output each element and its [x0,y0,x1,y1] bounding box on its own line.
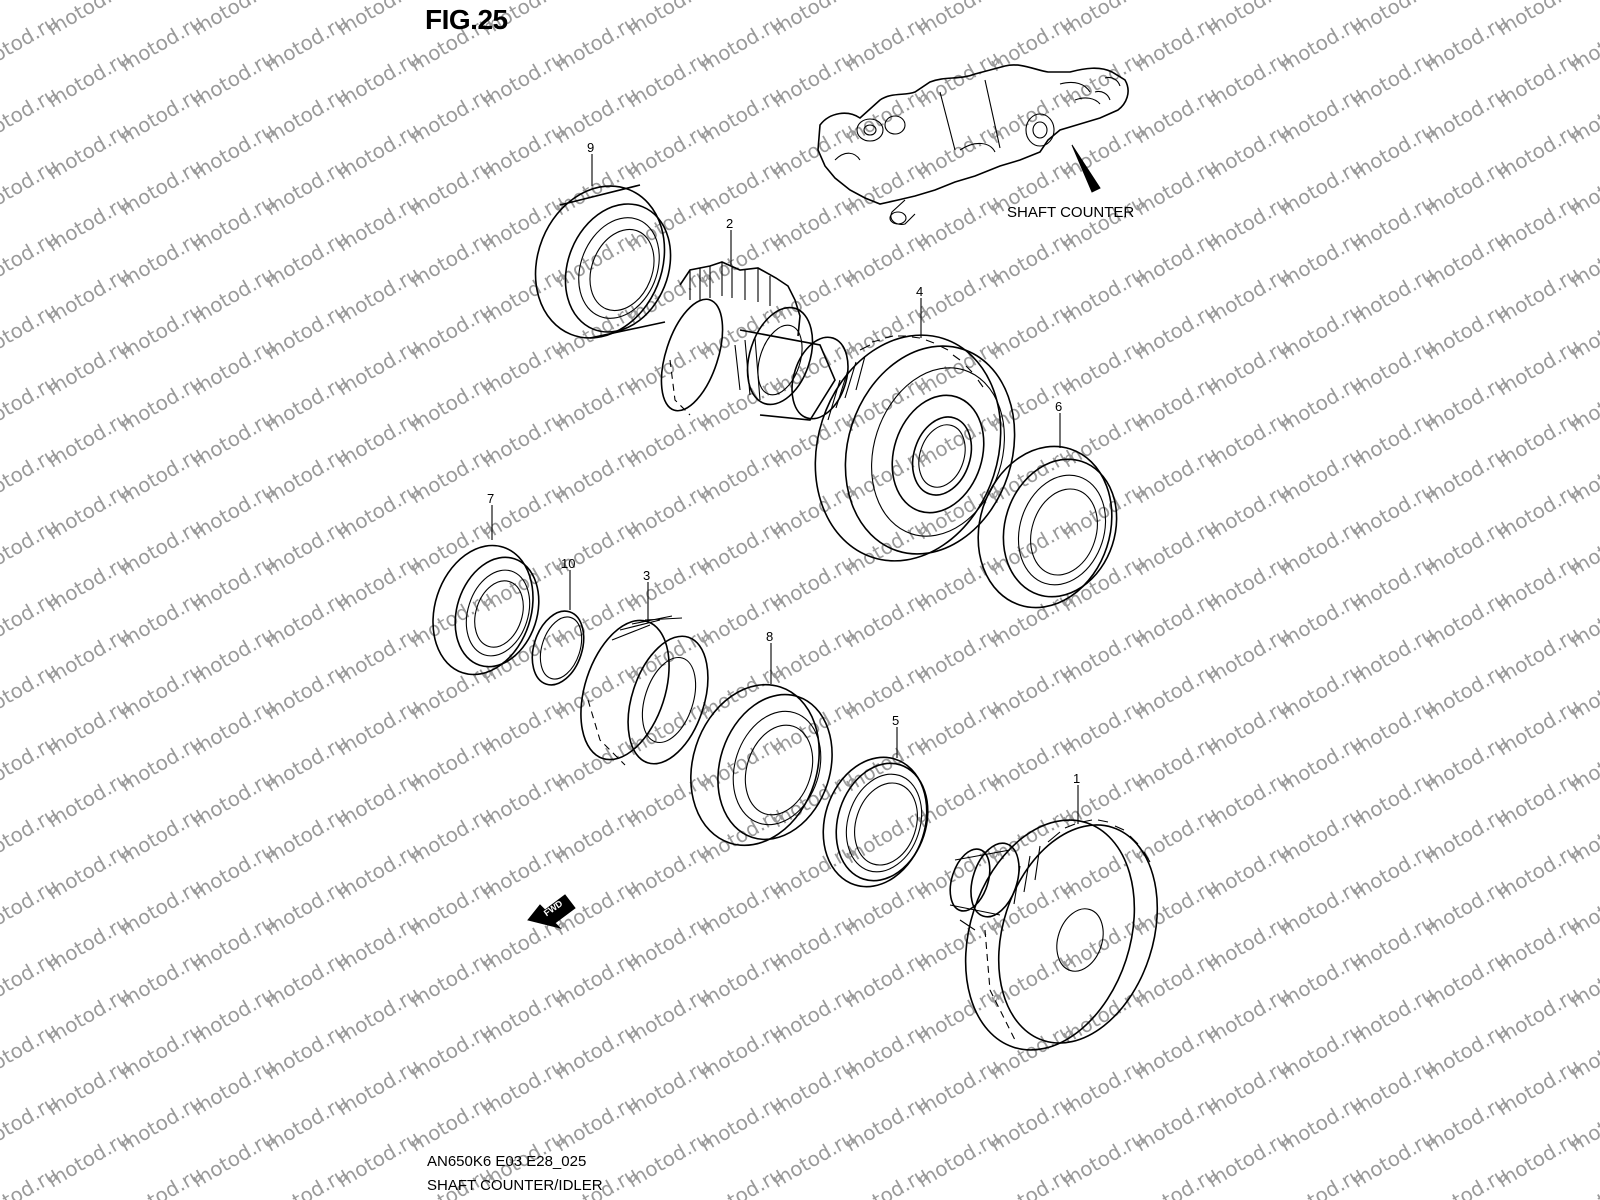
figure-description: SHAFT COUNTER/IDLER [427,1177,603,1194]
watermark-text: motod.ru [43,0,134,40]
watermark-text: motod.ru [0,370,62,437]
callout-2: 2 [726,216,733,231]
watermark-text: motod.ru [0,154,62,221]
watermark-text: motod.ru [1566,1162,1600,1200]
watermark-text: motod.ru [696,1162,787,1200]
fwd-arrow-icon [527,894,576,929]
shaft-counter-callout: SHAFT COUNTER [1007,204,1135,221]
watermark-text: motod.ru [913,0,1004,40]
watermark-text: motod.ru [0,10,62,77]
watermark-text: motod.ru [1421,1162,1512,1200]
part-2-gear [660,261,849,421]
watermark-text: motod.ru [986,0,1077,4]
watermark-text: motod.ru [0,658,62,725]
part-5-seal [822,756,929,888]
watermark-text: motod.ru [841,0,932,4]
watermark-text: motod.ru [768,0,859,40]
watermark-text: motod.ru [0,874,62,941]
callout-numbers: 9 2 4 6 7 10 3 8 5 1 [487,140,1080,824]
watermark-text: motod.ru [986,1162,1077,1200]
watermark-text: motod.ru [0,0,62,4]
watermark-text: motod.ru [1131,1162,1222,1200]
figure-code: AN650K6 E03 E28_025 [427,1153,587,1170]
watermark-text: motod.ru [0,1090,62,1157]
watermark-text: motod.ru [0,226,62,293]
watermark-text: motod.ru [261,0,352,4]
watermark-text: motod.ru [1058,0,1149,40]
part-3-gear [580,615,709,766]
part-1-gear-shaft [949,819,1159,1051]
watermark-text: motod.ru [0,1162,62,1200]
watermark-text: motod.ru [1203,0,1294,40]
watermark-text: motod.ru [841,1162,932,1200]
engine-case-inset [817,64,1129,225]
watermark-text: motod.ru [261,1162,352,1200]
watermark-text: motod.ru [0,586,62,653]
watermark-text: motod.ru [0,946,62,1013]
callout-4: 4 [916,284,923,299]
callout-5: 5 [892,713,899,728]
watermark-text: motod.ru [1348,0,1439,40]
watermark-text: motod.ru [551,0,642,4]
callout-6: 6 [1055,399,1062,414]
callout-10: 10 [561,556,575,571]
callout-3: 3 [643,568,650,583]
watermark-text: motod.ru [0,802,62,869]
watermark-text: motod.ru [1493,0,1584,40]
watermark-text: motod.ru [333,0,424,40]
watermark-text: motod.ru [0,442,62,509]
watermark-text: motod.ru [0,298,62,365]
callout-8: 8 [766,629,773,644]
watermark-text: motod.ru [188,0,279,40]
part-4-gear [814,334,1016,562]
callout-1: 1 [1073,771,1080,786]
watermark-text: motod.ru [1276,0,1367,4]
watermark-text: motod.ru [1276,1162,1367,1200]
watermark-text: motod.ru [696,0,787,4]
watermark-text: motod.ru [0,514,62,581]
watermark-text: motod.ru [1131,0,1222,4]
watermark-text: motod.ru [623,0,714,40]
watermark-text: motod.ru [116,0,207,4]
callout-9: 9 [587,140,594,155]
callout-7: 7 [487,491,494,506]
watermark-text: motod.ru [0,1018,62,1085]
watermark-text: motod.ru [0,730,62,797]
watermark-text: motod.ru [1421,0,1512,4]
watermark-text: motod.ru [0,82,62,149]
watermark-text: motod.ru [116,1162,207,1200]
part-9-bearing [534,184,672,339]
figure-title: FIG.25 [425,4,508,35]
part-7-bearing [432,544,540,676]
part-6-bearing [977,445,1118,609]
part-8-bearing [690,683,833,847]
part-10-circlip [531,610,585,686]
